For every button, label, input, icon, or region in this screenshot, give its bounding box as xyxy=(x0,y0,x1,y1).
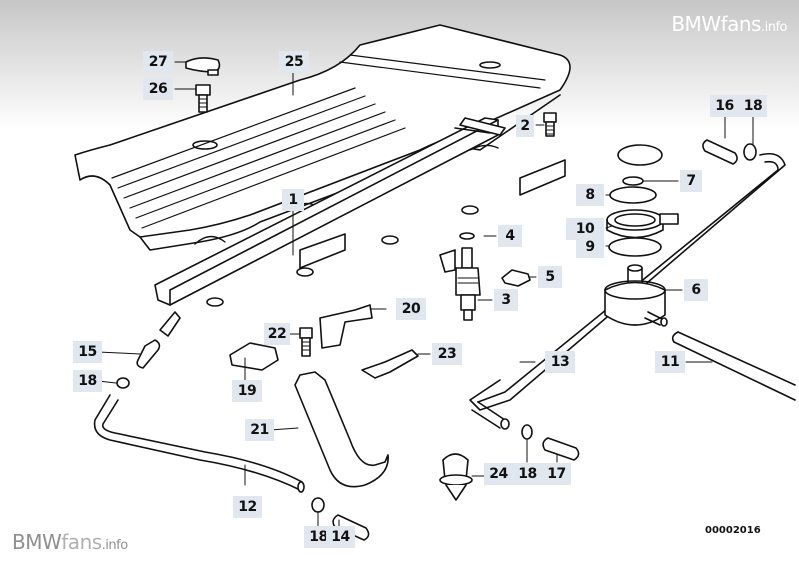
part-clip-18-bottom xyxy=(311,497,325,513)
watermark-bottom: BMWfans.info xyxy=(12,530,128,554)
part-fuel-line-12 xyxy=(93,394,305,493)
part-clip-5 xyxy=(501,269,531,287)
part-holder-21 xyxy=(294,371,389,488)
part-bracket-23 xyxy=(361,349,419,379)
callout-26: 26 xyxy=(143,78,173,100)
watermark-top: BMWfans.info xyxy=(671,12,787,36)
callout-21: 21 xyxy=(245,419,274,441)
callout-3: 3 xyxy=(494,289,518,311)
callout-7: 7 xyxy=(680,170,702,192)
part-cap-27 xyxy=(185,57,221,76)
part-bracket-20 xyxy=(319,304,373,349)
callout-18-right: 18 xyxy=(513,463,542,485)
callout-15: 15 xyxy=(73,341,102,363)
callout-4: 4 xyxy=(498,225,522,247)
part-pressure-regulator xyxy=(604,264,668,327)
part-hose-11 xyxy=(671,331,796,401)
part-clip-18-top xyxy=(743,143,757,161)
callout-12: 12 xyxy=(233,496,262,518)
callout-18-left: 18 xyxy=(73,370,102,392)
callout-19: 19 xyxy=(232,380,262,402)
part-hose-15 xyxy=(136,311,181,369)
callout-2: 2 xyxy=(516,115,534,137)
callout-8: 8 xyxy=(576,184,604,206)
callout-18-bottom: 18 xyxy=(304,526,333,548)
callout-11: 11 xyxy=(655,351,685,373)
callout-13: 13 xyxy=(545,351,575,373)
callout-20: 20 xyxy=(396,298,426,320)
callout-24: 24 xyxy=(484,463,513,485)
part-rivet-24 xyxy=(439,453,473,501)
callout-25: 25 xyxy=(279,51,309,73)
callout-5: 5 xyxy=(538,266,562,288)
part-fuel-line-13 xyxy=(469,152,786,430)
part-o-ring-7 xyxy=(622,176,644,186)
part-cover xyxy=(74,24,571,251)
part-clamp-10 xyxy=(606,209,679,239)
callout-1: 1 xyxy=(282,189,304,211)
callout-27: 27 xyxy=(143,51,173,73)
callout-6: 6 xyxy=(684,279,708,301)
drawing-number: 00002016 xyxy=(705,525,761,536)
part-bolt-2 xyxy=(543,112,557,137)
part-hose-16 xyxy=(702,139,738,165)
part-bolt-26 xyxy=(195,84,211,113)
callout-23: 23 xyxy=(432,343,462,365)
part-ring-8 xyxy=(609,186,657,204)
callout-9: 9 xyxy=(576,236,604,258)
callout-10: 10 xyxy=(566,218,604,240)
callout-14: 14 xyxy=(326,526,355,548)
callout-17: 17 xyxy=(542,463,571,485)
callout-22: 22 xyxy=(264,323,290,345)
callout-16: 16 xyxy=(710,95,739,117)
part-ring-9 xyxy=(608,237,662,257)
part-clip-18-left xyxy=(116,377,130,389)
part-hose-17 xyxy=(542,437,580,461)
callout-18-top: 18 xyxy=(739,95,767,117)
part-injector xyxy=(439,247,481,321)
part-bracket-19 xyxy=(229,342,279,371)
part-bolt-22 xyxy=(299,327,313,357)
part-clip-18-right xyxy=(521,424,533,440)
part-o-ring-4 xyxy=(459,232,475,240)
leader-lines xyxy=(97,61,754,531)
part-fuel-rail xyxy=(154,117,663,307)
